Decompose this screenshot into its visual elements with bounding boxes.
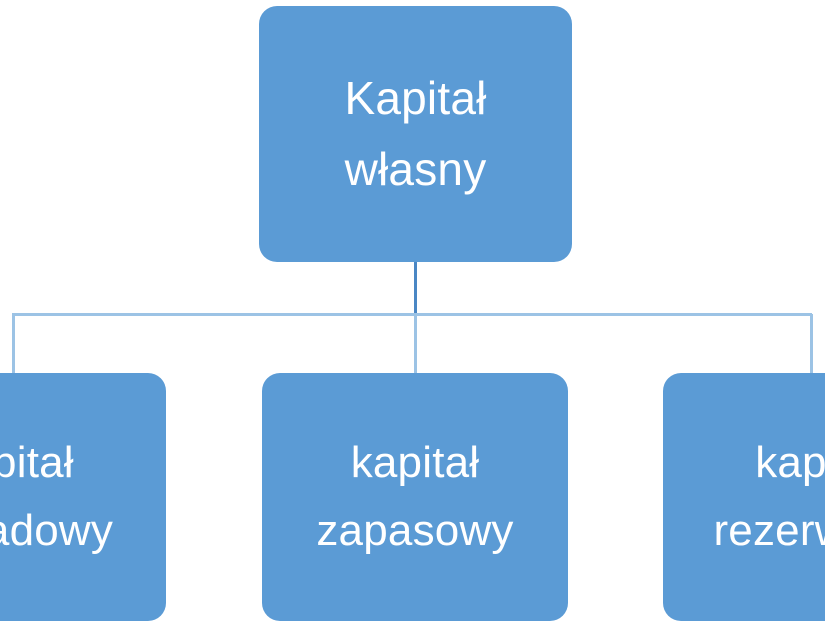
node-text-block: kapitał rezerwowy [713,429,825,565]
node-kapital-zapasowy[interactable]: kapitał zapasowy [262,373,568,621]
node-text-block: kapitał zakładowy [0,429,113,565]
node-text-block: Kapitał własny [344,63,486,205]
node-label-line1: kapitał [350,438,480,488]
node-label-line2: zakładowy [0,506,114,555]
node-label-line1: Kapitał [344,72,487,125]
node-kapital-zakladowy[interactable]: kapitał zakładowy [0,373,166,621]
node-kapital-rezerwowy[interactable]: kapitał rezerwowy [663,373,825,621]
node-label-line1: kapitał [755,438,825,488]
node-label-line2: rezerwowy [713,506,825,555]
node-label-line1: kapitał [0,438,74,488]
node-text-block: kapitał zapasowy [316,429,513,565]
node-kapital-wlasny[interactable]: Kapitał własny [259,6,572,262]
node-label-line2: zapasowy [316,506,514,555]
node-label-line2: własny [344,143,487,195]
